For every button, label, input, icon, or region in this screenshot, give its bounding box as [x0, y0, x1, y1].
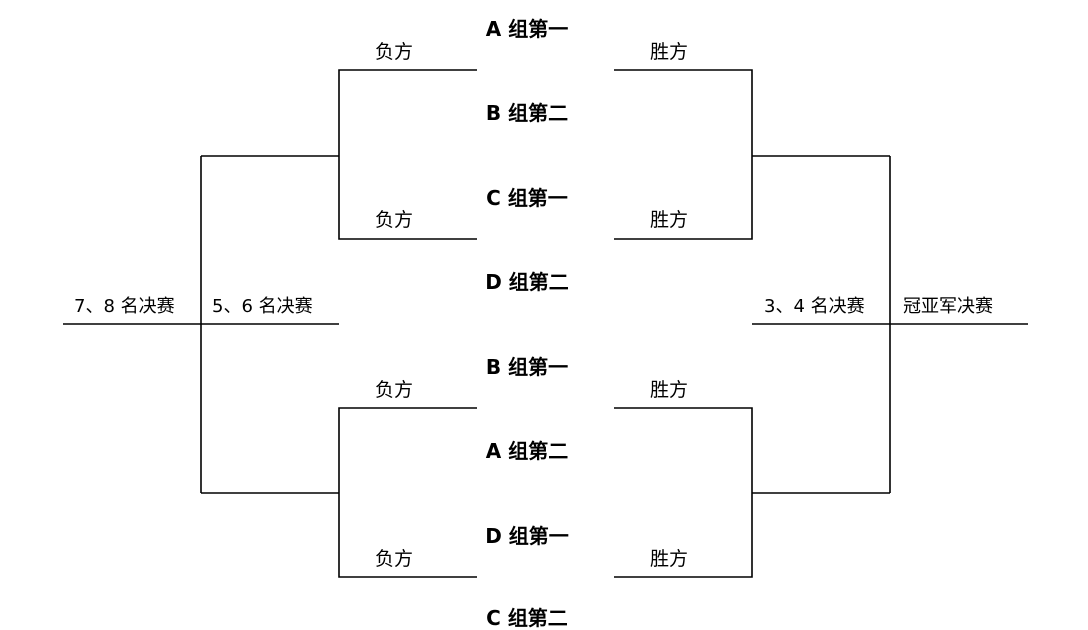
left-bracket-top-pair: [338, 69, 477, 240]
team-c-first: C 组第一: [486, 186, 568, 210]
loser-label: 负方: [375, 209, 414, 231]
team-d-second: D 组第二: [485, 270, 569, 294]
team-a-first: A 组第一: [485, 17, 569, 41]
loser-label: 负方: [375, 548, 414, 570]
team-b-first: B 组第一: [485, 355, 569, 379]
team-d-first: D 组第一: [485, 524, 569, 548]
fifth-sixth-final-label: 5、6 名决赛: [212, 296, 313, 317]
championship-final-label: 冠亚军决赛: [903, 296, 993, 317]
right-bracket-top-pair: [614, 69, 753, 240]
team-a-second: A 组第二: [485, 439, 569, 463]
winner-label: 胜方: [650, 41, 689, 63]
team-b-second: B 组第二: [485, 101, 569, 125]
third-fourth-final-label: 3、4 名决赛: [764, 296, 865, 317]
winner-label: 胜方: [650, 548, 689, 570]
loser-label: 负方: [375, 41, 414, 63]
winner-label: 胜方: [650, 379, 689, 401]
winner-label: 胜方: [650, 209, 689, 231]
loser-label: 负方: [375, 379, 414, 401]
team-c-second: C 组第二: [486, 606, 568, 630]
seventh-eighth-final-label: 7、8 名决赛: [74, 296, 175, 317]
